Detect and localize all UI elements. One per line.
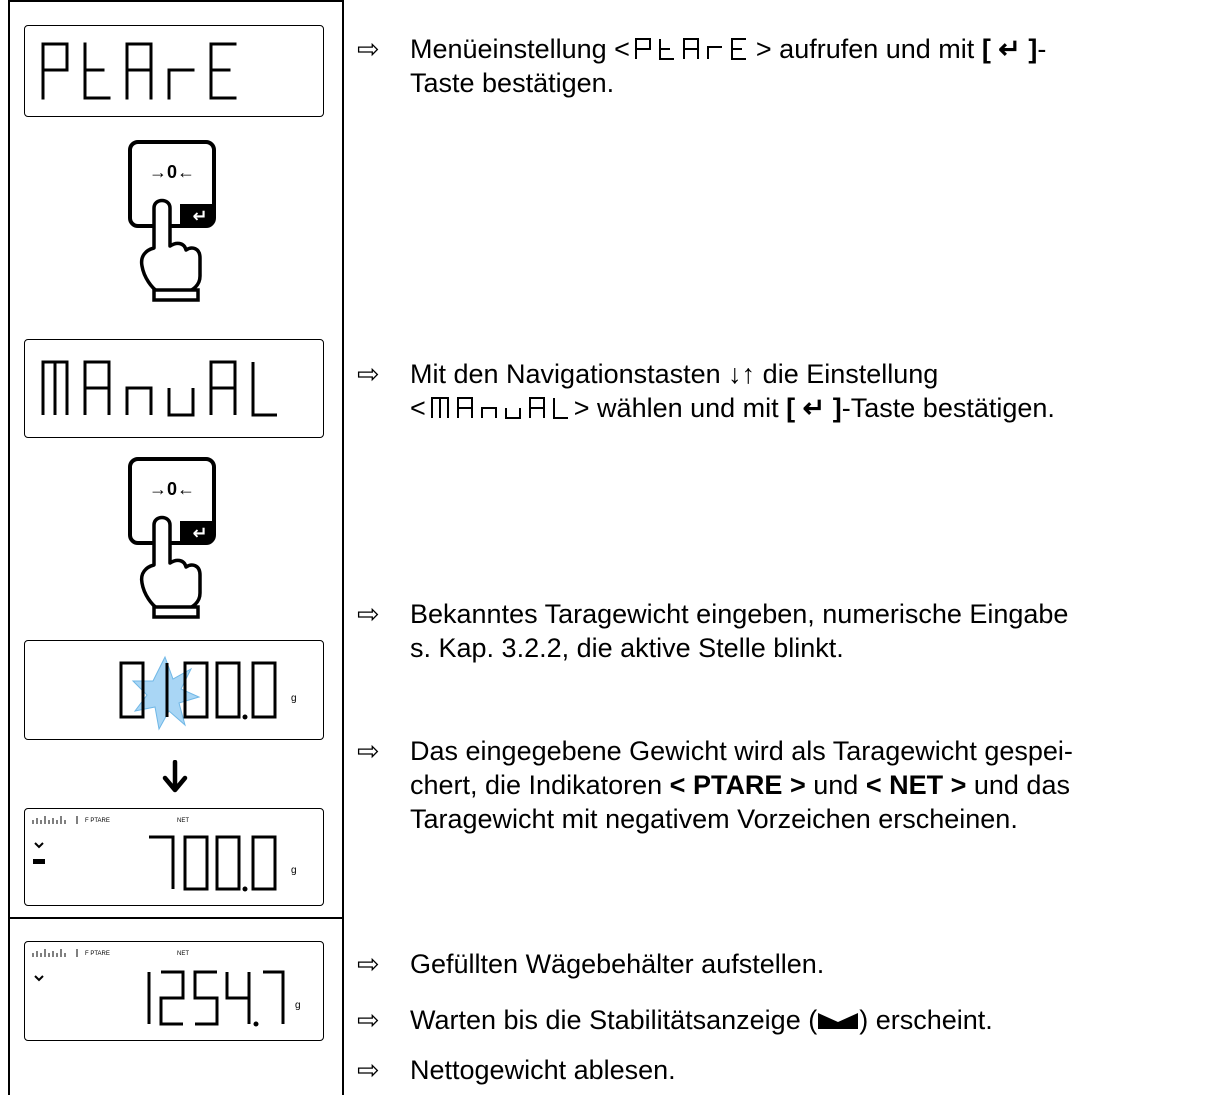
enter-key-label-2: ↵ [192,523,207,544]
lcd-net: F PTARE NET g [24,941,324,1041]
lcd-tare: F PTARE NET g [24,808,324,906]
lcd-ptare [24,25,324,117]
arrow-bullet-icon: ⇨ [357,359,380,389]
arrow-bullet-icon: ⇨ [357,1005,380,1035]
net-unit: g [295,1000,301,1011]
zero-key-label: →0← [149,162,195,182]
tare-unit: g [291,865,297,876]
arrow-down-icon [160,759,190,796]
arrow-bullet-icon: ⇨ [357,1055,380,1085]
minus-sign [33,859,45,864]
arrow-bullet-icon: ⇨ [357,599,380,629]
ptare-indicator-2: F PTARE [85,951,110,957]
ptare-indicator: F PTARE [85,818,110,824]
arrow-bullet-icon: ⇨ [357,736,380,766]
manual-segment-label [430,397,568,419]
section-divider [8,917,344,919]
arrow-bullet-icon: ⇨ [357,34,380,64]
illustration-column [8,0,344,1095]
net-indicator-2: NET [177,951,189,957]
arrow-bullet-icon: ⇨ [357,949,380,979]
stability-indicator-icon [818,1013,859,1029]
enter-key-press-illustration-2: →0← ↵ [118,455,230,619]
zero-key-label-2: →0← [149,479,195,499]
net-indicator: NET [177,818,189,824]
ptare-segment-label [634,38,746,60]
entry-unit: g [291,693,297,704]
lcd-entry: g [24,640,324,740]
enter-key-label: ↵ [192,206,207,227]
top-border [8,0,344,2]
lcd-manual [24,339,324,438]
enter-key-press-illustration: →0← ↵ [118,138,230,302]
